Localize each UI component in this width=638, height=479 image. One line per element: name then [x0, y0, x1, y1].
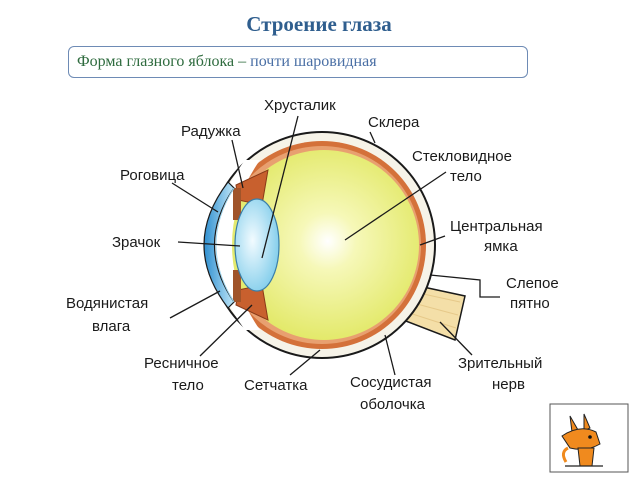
iris [233, 188, 241, 302]
label-fovea-2: ямка [484, 238, 518, 255]
eyeball-shape-label: Форма глазного яблока – [77, 53, 247, 70]
vitreous-body [229, 150, 419, 340]
label-aqueous-1: Водянистая [66, 295, 148, 312]
fox-mascot-icon [549, 403, 629, 473]
label-vitreous-2: тело [450, 168, 482, 185]
page-title: Строение глаза [246, 12, 392, 36]
label-blind-spot-2: пятно [510, 295, 550, 312]
label-blind-spot-1: Слепое [506, 275, 559, 292]
label-optic-nerve-1: Зрительный [458, 355, 542, 372]
label-lens: Хрусталик [264, 97, 336, 114]
label-choroid-2: оболочка [360, 396, 426, 413]
label-iris: Радужка [181, 123, 241, 140]
label-vitreous-1: Стекловидное [412, 148, 512, 165]
label-retina: Сетчатка [244, 377, 308, 394]
eyeball-shape-note: Форма глазного яблока – почти шаровидная [68, 46, 528, 78]
lens [234, 198, 280, 292]
label-fovea-1: Центральная [450, 218, 543, 235]
label-cornea: Роговица [120, 167, 185, 184]
label-sclera: Склера [368, 114, 420, 131]
label-choroid-1: Сосудистая [350, 374, 431, 391]
label-ciliary-1: Ресничное [144, 355, 219, 372]
label-ciliary-2: тело [172, 377, 204, 394]
eyeball-shape-value: почти шаровидная [250, 53, 377, 70]
label-pupil: Зрачок [112, 234, 161, 251]
cornea [203, 181, 235, 309]
label-optic-nerve-2: нерв [492, 376, 525, 393]
label-aqueous-2: влага [92, 318, 131, 335]
